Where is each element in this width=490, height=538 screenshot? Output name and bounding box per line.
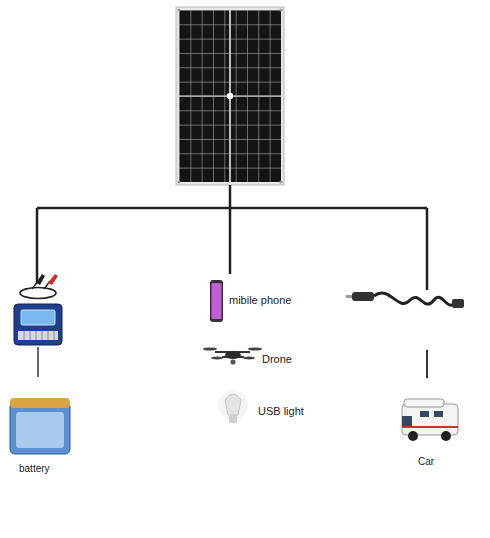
car-stripe xyxy=(402,426,458,428)
coiled-cable xyxy=(374,293,455,305)
wire xyxy=(37,347,39,377)
device-label: mibile phone xyxy=(229,294,291,307)
battery-top xyxy=(10,398,70,408)
wire xyxy=(426,350,428,378)
panel-cells xyxy=(179,10,281,182)
car-wheel xyxy=(441,431,451,441)
charge-controller xyxy=(14,304,62,345)
phone-screen xyxy=(212,283,222,319)
usb-plug xyxy=(229,415,237,423)
junction-dot xyxy=(227,93,233,99)
drone-rotor xyxy=(203,347,217,350)
mount-hole xyxy=(280,9,283,12)
red-clip xyxy=(48,274,58,285)
mount-hole xyxy=(280,181,283,184)
device-label: Car xyxy=(418,456,434,468)
battery-body xyxy=(10,402,70,454)
black-clip xyxy=(36,274,45,285)
drone-body xyxy=(225,351,241,359)
car-window xyxy=(420,411,429,417)
controller-terminals xyxy=(18,331,58,340)
clip-cable xyxy=(20,288,56,299)
drone-rotor xyxy=(211,357,223,360)
mount-hole xyxy=(178,181,181,184)
light-bulb xyxy=(225,394,241,415)
device-label: USB light xyxy=(258,405,304,418)
drone-camera xyxy=(230,359,235,364)
terminal-divider xyxy=(24,331,54,340)
car-body xyxy=(402,404,458,435)
drone-rotor xyxy=(248,347,262,350)
battery-face xyxy=(16,412,64,448)
controller-screen xyxy=(21,310,55,325)
panel-frame xyxy=(176,7,284,185)
mount-hole xyxy=(178,9,181,12)
cable-end xyxy=(452,299,464,308)
car-roof xyxy=(404,399,444,407)
wire xyxy=(37,185,427,290)
plug-tip xyxy=(346,295,352,298)
drone-rotor xyxy=(243,357,255,360)
car-windshield xyxy=(402,416,412,426)
car-window xyxy=(434,411,443,417)
device-label: battery xyxy=(19,463,50,475)
cigarette-plug xyxy=(352,292,374,301)
device-label: Drone xyxy=(262,353,292,366)
car-wheel xyxy=(408,431,418,441)
phone-body xyxy=(210,280,223,322)
